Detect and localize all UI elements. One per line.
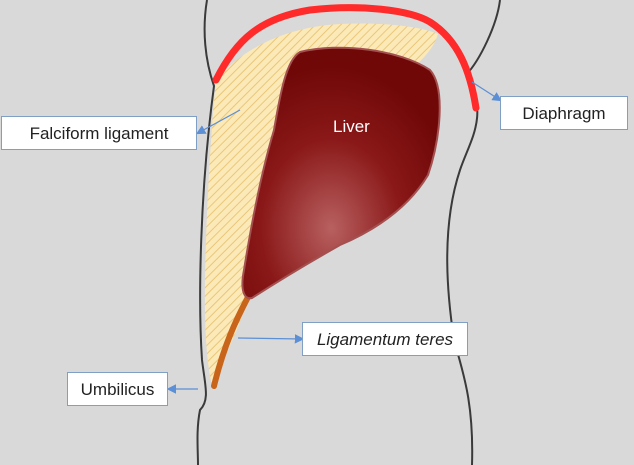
falciform-ligament-region [204,23,438,387]
umbilicus-label: Umbilicus [67,372,168,406]
ligamentum-teres-line [211,294,251,389]
leader-teres [237,334,305,344]
falciform-ligament-label: Falciform ligament [1,116,197,150]
body-outline-right [446,0,501,465]
liver-label: Liver [333,117,370,136]
diaphragm-label: Diaphragm [500,96,628,130]
liver-shape [241,46,441,300]
diaphragm-line [212,4,480,112]
leader-diaphragm [471,81,503,102]
body-outline-left [196,0,216,465]
ligamentum-teres-label: Ligamentum teres [302,322,468,356]
leader-falciform [195,109,241,135]
